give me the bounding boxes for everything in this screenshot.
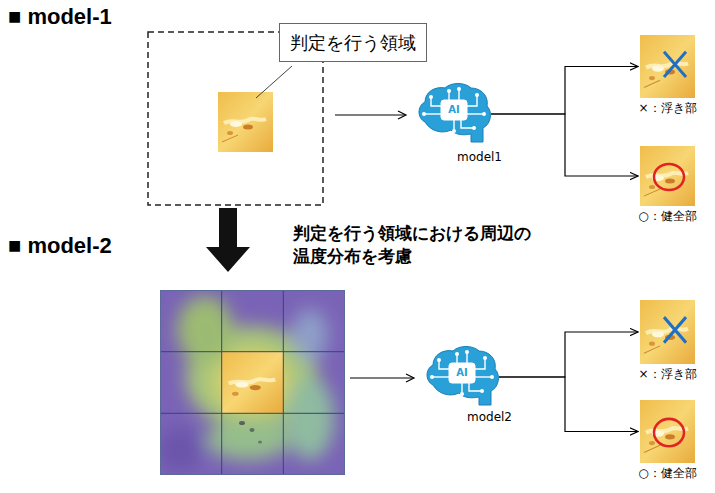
result-image: ×：浮き部: [640, 300, 695, 364]
result-image: ×：浮き部: [640, 35, 695, 98]
result-label: ×：浮き部: [638, 367, 696, 381]
section-heading: ■ model-1: [8, 4, 112, 30]
leader-line: [256, 66, 292, 98]
note-text: 判定を行う領域における周辺の 温度分布を考慮: [293, 222, 543, 268]
result-label: ○：健全部: [638, 209, 696, 223]
result-label: ×：浮き部: [638, 101, 696, 115]
model-name: model1: [457, 150, 502, 164]
branch-arrow: [491, 114, 638, 176]
down-arrow: [206, 208, 250, 272]
thermal-image: [640, 300, 695, 364]
callout-text: 判定を行う領域: [290, 29, 416, 56]
branch-arrow: [491, 67, 638, 115]
heatmap-grid: [158, 290, 345, 475]
section-heading: ■ model-2: [8, 233, 112, 259]
chip-text: AI: [441, 105, 467, 115]
input-arrow: [350, 377, 413, 378]
thermal-image: [640, 400, 695, 463]
chip-text: AI: [449, 368, 475, 378]
thermal-image: [640, 146, 695, 206]
branch-arrow: [499, 377, 638, 432]
thermal-image: [640, 35, 695, 98]
ai-brain-icon: AImodel2: [423, 345, 499, 409]
ai-brain-icon: AImodel1: [415, 82, 491, 146]
result-label: ○：健全部: [638, 466, 696, 480]
thermal-image: [218, 92, 273, 152]
branch-arrow: [499, 332, 638, 377]
result-image: ○：健全部: [640, 146, 695, 206]
callout-box: 判定を行う領域: [279, 23, 427, 62]
input-arrow: [335, 114, 405, 115]
model-name: model2: [467, 410, 512, 424]
result-image: ○：健全部: [640, 400, 695, 463]
